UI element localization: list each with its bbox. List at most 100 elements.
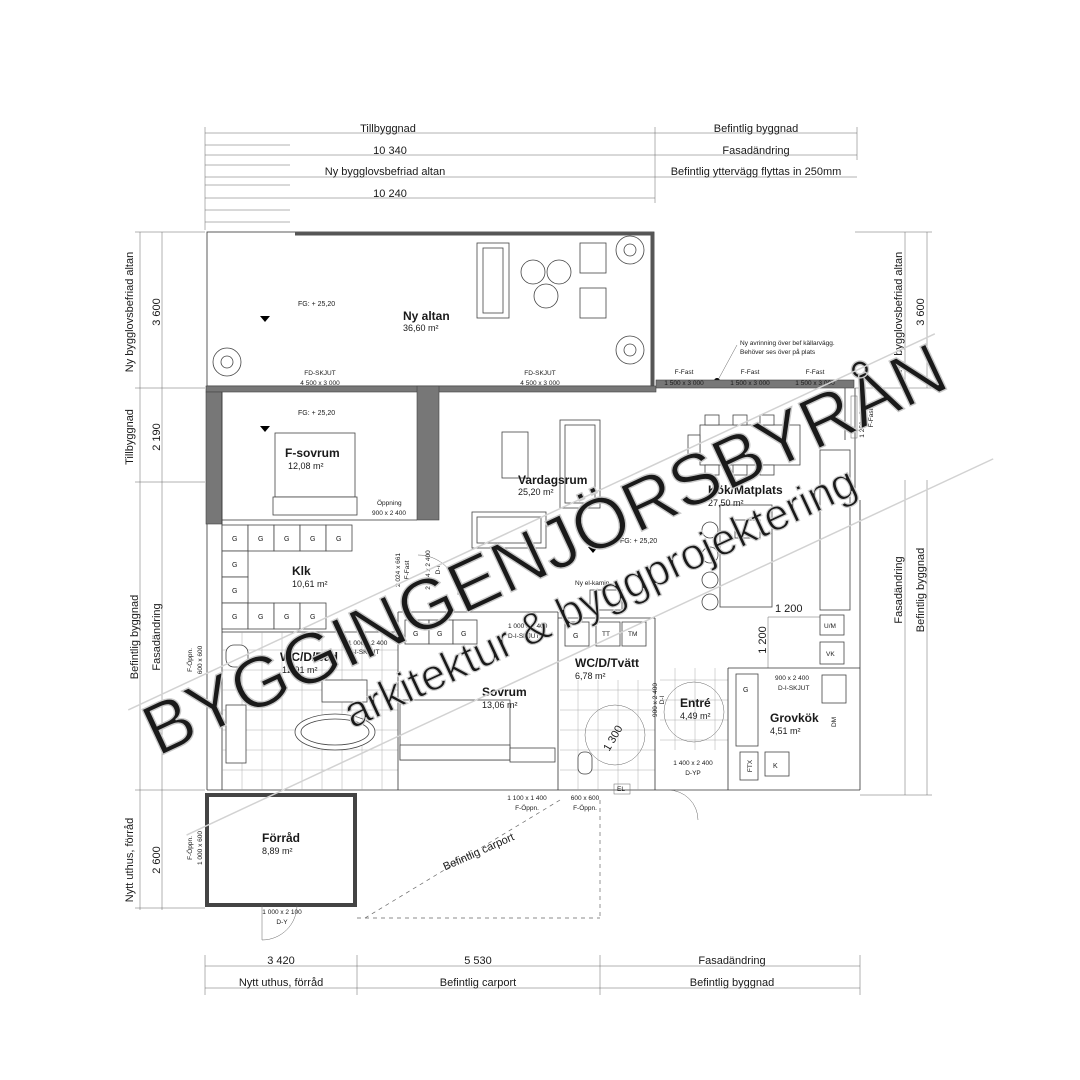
- drainage-note-1: Ny avrinning över bef källarvägg.: [740, 340, 835, 347]
- stove-icon: [589, 589, 623, 611]
- entre-door-size: 900 x 2 400: [652, 683, 659, 717]
- window-side-name: F-Fast: [868, 408, 875, 427]
- appliance-dm: DM: [831, 717, 838, 727]
- sov-door-type: D-I-SKJUT: [508, 633, 539, 640]
- room-fsovrum-area: 12,08 m²: [288, 461, 324, 471]
- tvatt-window-type: F-Öppn.: [573, 804, 597, 812]
- room-wctvatt-area: 6,78 m²: [575, 671, 606, 681]
- wardrobe-row: [221, 524, 353, 630]
- room-altan-name: Ny altan: [403, 309, 450, 323]
- dim-bottom-fasad: Fasadändring: [698, 955, 765, 967]
- room-forrad-area: 8,89 m²: [262, 846, 293, 856]
- forrad-door-size: 1 000 x 2 100: [262, 909, 302, 916]
- dim-bottom-carport-width: 5 530: [464, 955, 492, 967]
- ytterdorr-type: D-YP: [685, 770, 701, 777]
- wardrobe-g: G: [258, 536, 263, 543]
- window-ffast3-name: F-Fast: [806, 369, 825, 376]
- room-klk-name: Klk: [292, 564, 311, 578]
- dim-ytterwall-note: Befintlig yttervägg flyttas in 250mm: [671, 166, 842, 178]
- door-fd2-size: 4 500 x 3 000: [520, 380, 560, 387]
- dim-befintlig-label: Befintlig byggnad: [714, 123, 798, 135]
- bottom-dimensions: 3 420 5 530 Fasadändring Nytt uthus, för…: [204, 955, 861, 995]
- wardrobe-g: G: [232, 614, 237, 621]
- room-grovkok: G 900 x 2 400 D-I-SKJUT Grovkök 4,51 m² …: [735, 673, 847, 781]
- room-wc-bad: WC/D/Bad 12,91 m² 1 000 x 2 400 D-I-SKJU…: [186, 612, 399, 790]
- tvatt-window-size: 600 x 600: [571, 795, 600, 802]
- dim-tillbyggnad-label: Tillbyggnad: [360, 123, 416, 135]
- dim-left-uthus-label: Nytt uthus, förråd: [124, 818, 136, 902]
- opening-name: Öppning: [377, 499, 402, 507]
- dim-right-befintlig-label: Befintlig byggnad: [915, 548, 927, 632]
- wardrobe-g: G: [336, 536, 341, 543]
- left-dimensions: Ny bygglovsbefriad altan 3 600 Tillbyggn…: [124, 231, 205, 910]
- sink-counter: [321, 679, 368, 703]
- bad-door-size: 1 000 x 2 400: [348, 640, 388, 647]
- dim-altan-label: Ny bygglovsbefriad altan: [325, 166, 445, 178]
- dim-left-tillbyggnad-label: Tillbyggnad: [124, 409, 136, 465]
- wardrobe-g: G: [413, 631, 418, 638]
- appliance-tm: TM: [628, 631, 637, 638]
- altan-armchair: [579, 242, 607, 274]
- drainage-note-2: Behöver ses över på plats: [740, 348, 816, 356]
- door-fd2-name: FD-SKJUT: [524, 370, 555, 377]
- room-f-sovrum: FG: + 25,20 F-sovrum 12,08 m² Öppning 90…: [260, 410, 406, 517]
- turning-circle: [663, 681, 725, 743]
- tv-bench: [501, 431, 529, 479]
- bad-window-size: 600 x 600: [197, 645, 204, 674]
- room-grovkok-name: Grovkök: [770, 711, 819, 725]
- carport-area: Befintlig carport: [357, 799, 601, 919]
- sov-window-type: F-Öppn.: [515, 804, 539, 812]
- room-wc-tvatt: G TT TM WC/D/Tvätt 6,78 m² 1 300 600 x 6…: [558, 617, 666, 812]
- room-entre-area: 4,49 m²: [680, 711, 711, 721]
- window-side-size: 1 250 x 3 000: [859, 398, 866, 438]
- wardrobe-g: G: [310, 614, 315, 621]
- room-altan-area: 36,60 m²: [403, 323, 439, 333]
- wardrobe-g: G: [258, 614, 263, 621]
- sov-door-size: 1 000 x 2 400: [508, 623, 548, 630]
- toilet-icon: [577, 751, 593, 775]
- el-kamin-label: Ny el-kamin: [575, 580, 610, 587]
- forrad-window-type: F-Öppn.: [186, 836, 194, 860]
- room-entre-name: Entré: [680, 696, 711, 710]
- grov-door-type: D-I-SKJUT: [778, 685, 809, 692]
- kok-dim-horizontal: 1 200: [775, 603, 803, 615]
- dim-right-altan-value: 3 600: [915, 298, 927, 326]
- window-labels-top: F-Fast 1 500 x 3 000 F-Fast 1 500 x 3 00…: [664, 369, 875, 438]
- klk-door1-size: 2 024 x 661: [395, 553, 402, 587]
- appliance-vk: VK: [826, 651, 835, 658]
- room-wcbad-area: 12,91 m²: [282, 665, 318, 675]
- dim-left-uthus-value: 2 600: [151, 846, 163, 874]
- watermark: BYGGINGENJÖRSBYRÅN arkitektur & byggproj…: [127, 328, 994, 836]
- right-dimensions: Ny bygglovsbefriad altan 3 600 Fasadändr…: [855, 231, 932, 796]
- room-sovrum-name: Sovrum: [482, 685, 527, 699]
- appliance-ftx: FTX: [747, 759, 754, 772]
- klk-door1-type: F-Fast: [404, 560, 411, 579]
- turning-dim: 1 300: [601, 724, 625, 754]
- wardrobe-g: G: [232, 562, 237, 569]
- dim-right-altan-label: Ny bygglovsbefriad altan: [893, 252, 905, 372]
- dim-altan-width: 10 240: [373, 188, 407, 200]
- wardrobe-g: G: [573, 633, 578, 640]
- window-ffast3-size: 1 500 x 3 000: [795, 380, 835, 387]
- wardrobe-g: G: [232, 588, 237, 595]
- room-forrad: Förråd 8,89 m² F-Öppn. 1 000 x 600 1 000…: [186, 793, 357, 941]
- room-forrad-name: Förråd: [262, 831, 300, 845]
- altan-area: FG: + 25,20 Ny altan 36,60 m² FD-SKJUT 4…: [206, 231, 835, 387]
- wardrobe-row: [404, 619, 478, 645]
- room-kok-name: Kök/Matplats: [708, 483, 783, 497]
- bed-icon: [274, 432, 356, 498]
- door-fd1-name: FD-SKJUT: [304, 370, 335, 377]
- klk-door2-type: D-I: [435, 565, 442, 574]
- wardrobe-g: G: [232, 536, 237, 543]
- window-ffast1-size: 1 500 x 3 000: [664, 380, 704, 387]
- door-fd1-size: 4 500 x 3 000: [300, 380, 340, 387]
- building-walls: [205, 379, 861, 791]
- room-vardagsrum-name: Vardagsrum: [518, 473, 587, 487]
- sov-window-size: 1 100 x 1 400: [507, 795, 547, 802]
- wardrobe-g: G: [284, 614, 289, 621]
- forrad-door-type: D-Y: [276, 919, 288, 926]
- ytterdorr-size: 1 400 x 2 400: [673, 760, 713, 767]
- altan-chair: [520, 259, 546, 285]
- room-fsovrum-name: F-sovrum: [285, 446, 340, 460]
- bad-door-type: D-I-SKJUT: [348, 649, 379, 656]
